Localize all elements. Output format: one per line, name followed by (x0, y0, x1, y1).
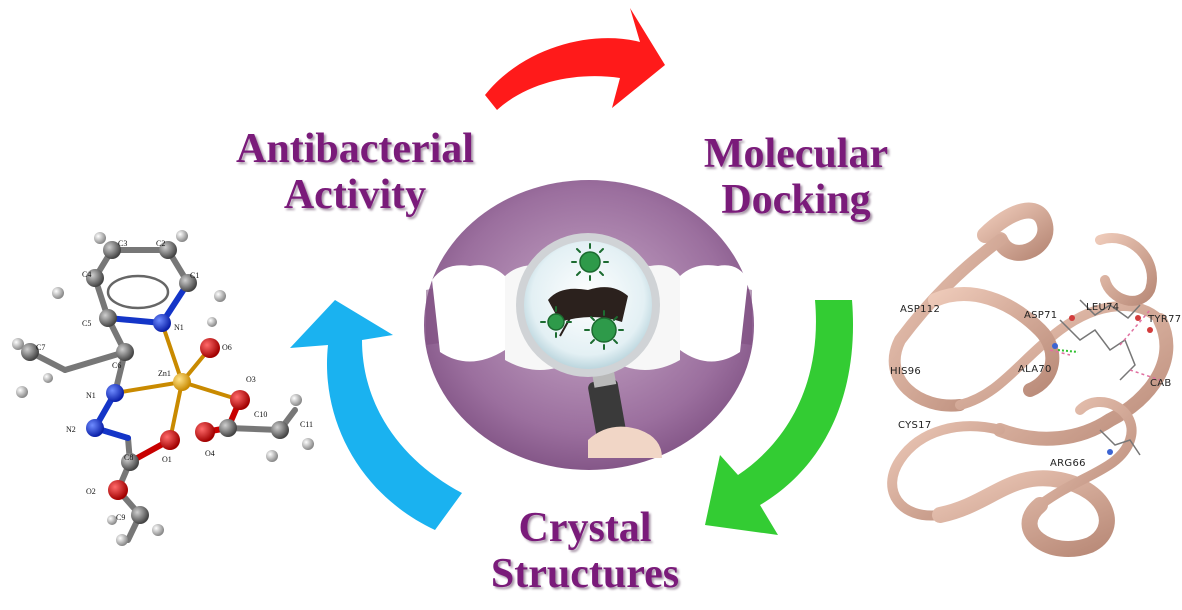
atom-label: C9 (116, 513, 125, 522)
atom-label: C3 (118, 239, 127, 248)
atom-label: N2 (66, 425, 76, 434)
crystal-structure-molecule: C3 C2 C4 C1 C5 N1 C7 C6 O6 Zn1 O3 N1 N2 … (12, 230, 314, 546)
atom-label: O1 (162, 455, 172, 464)
atom-label: C8 (124, 453, 133, 462)
label-line: Structures (490, 551, 680, 597)
protein-docking-structure: ASP112 ASP71 LEU74 TYR77 HIS96 ALA70 CAB… (887, 202, 1181, 557)
atom-label: C10 (254, 410, 267, 419)
molecular-docking-label: Molecular Docking (676, 131, 916, 223)
residue-label: CAB (1150, 378, 1172, 389)
atom-label: N1 (174, 323, 184, 332)
residue-label: ASP112 (900, 304, 940, 315)
antibacterial-activity-label: Antibacterial Activity (225, 126, 485, 218)
atom-label: C2 (156, 239, 165, 248)
atom-label: O4 (205, 449, 215, 458)
atom-label: C4 (82, 270, 91, 279)
atom-label: O3 (246, 375, 256, 384)
red-arrow (485, 8, 665, 110)
atom-label: C5 (82, 319, 91, 328)
bacteria-icon (547, 251, 617, 343)
atom-label: C11 (300, 420, 313, 429)
atom-label: N1 (86, 391, 96, 400)
atom-label: C7 (36, 343, 45, 352)
residue-label: HIS96 (890, 366, 921, 377)
green-arrow (705, 300, 854, 535)
label-line: Antibacterial (236, 126, 474, 172)
residue-label: ARG66 (1050, 458, 1086, 469)
residue-label: ASP71 (1024, 310, 1057, 321)
residue-label: LEU74 (1086, 302, 1119, 313)
label-line: Docking (721, 177, 871, 223)
label-line: Molecular (703, 131, 889, 177)
label-line: Activity (283, 172, 427, 218)
dental-illustration (424, 180, 754, 470)
blue-arrow (290, 300, 462, 530)
atom-label: O2 (86, 487, 96, 496)
label-line: Crystal (518, 505, 652, 551)
atom-label: C1 (190, 271, 199, 280)
residue-label: CYS17 (898, 420, 932, 431)
residue-label: ALA70 (1018, 364, 1052, 375)
atom-label: C6 (112, 361, 121, 370)
residue-label: TYR77 (1147, 314, 1181, 325)
crystal-structures-label: Crystal Structures (470, 505, 700, 597)
atom-label: Zn1 (158, 369, 171, 378)
atom-label: O6 (222, 343, 232, 352)
